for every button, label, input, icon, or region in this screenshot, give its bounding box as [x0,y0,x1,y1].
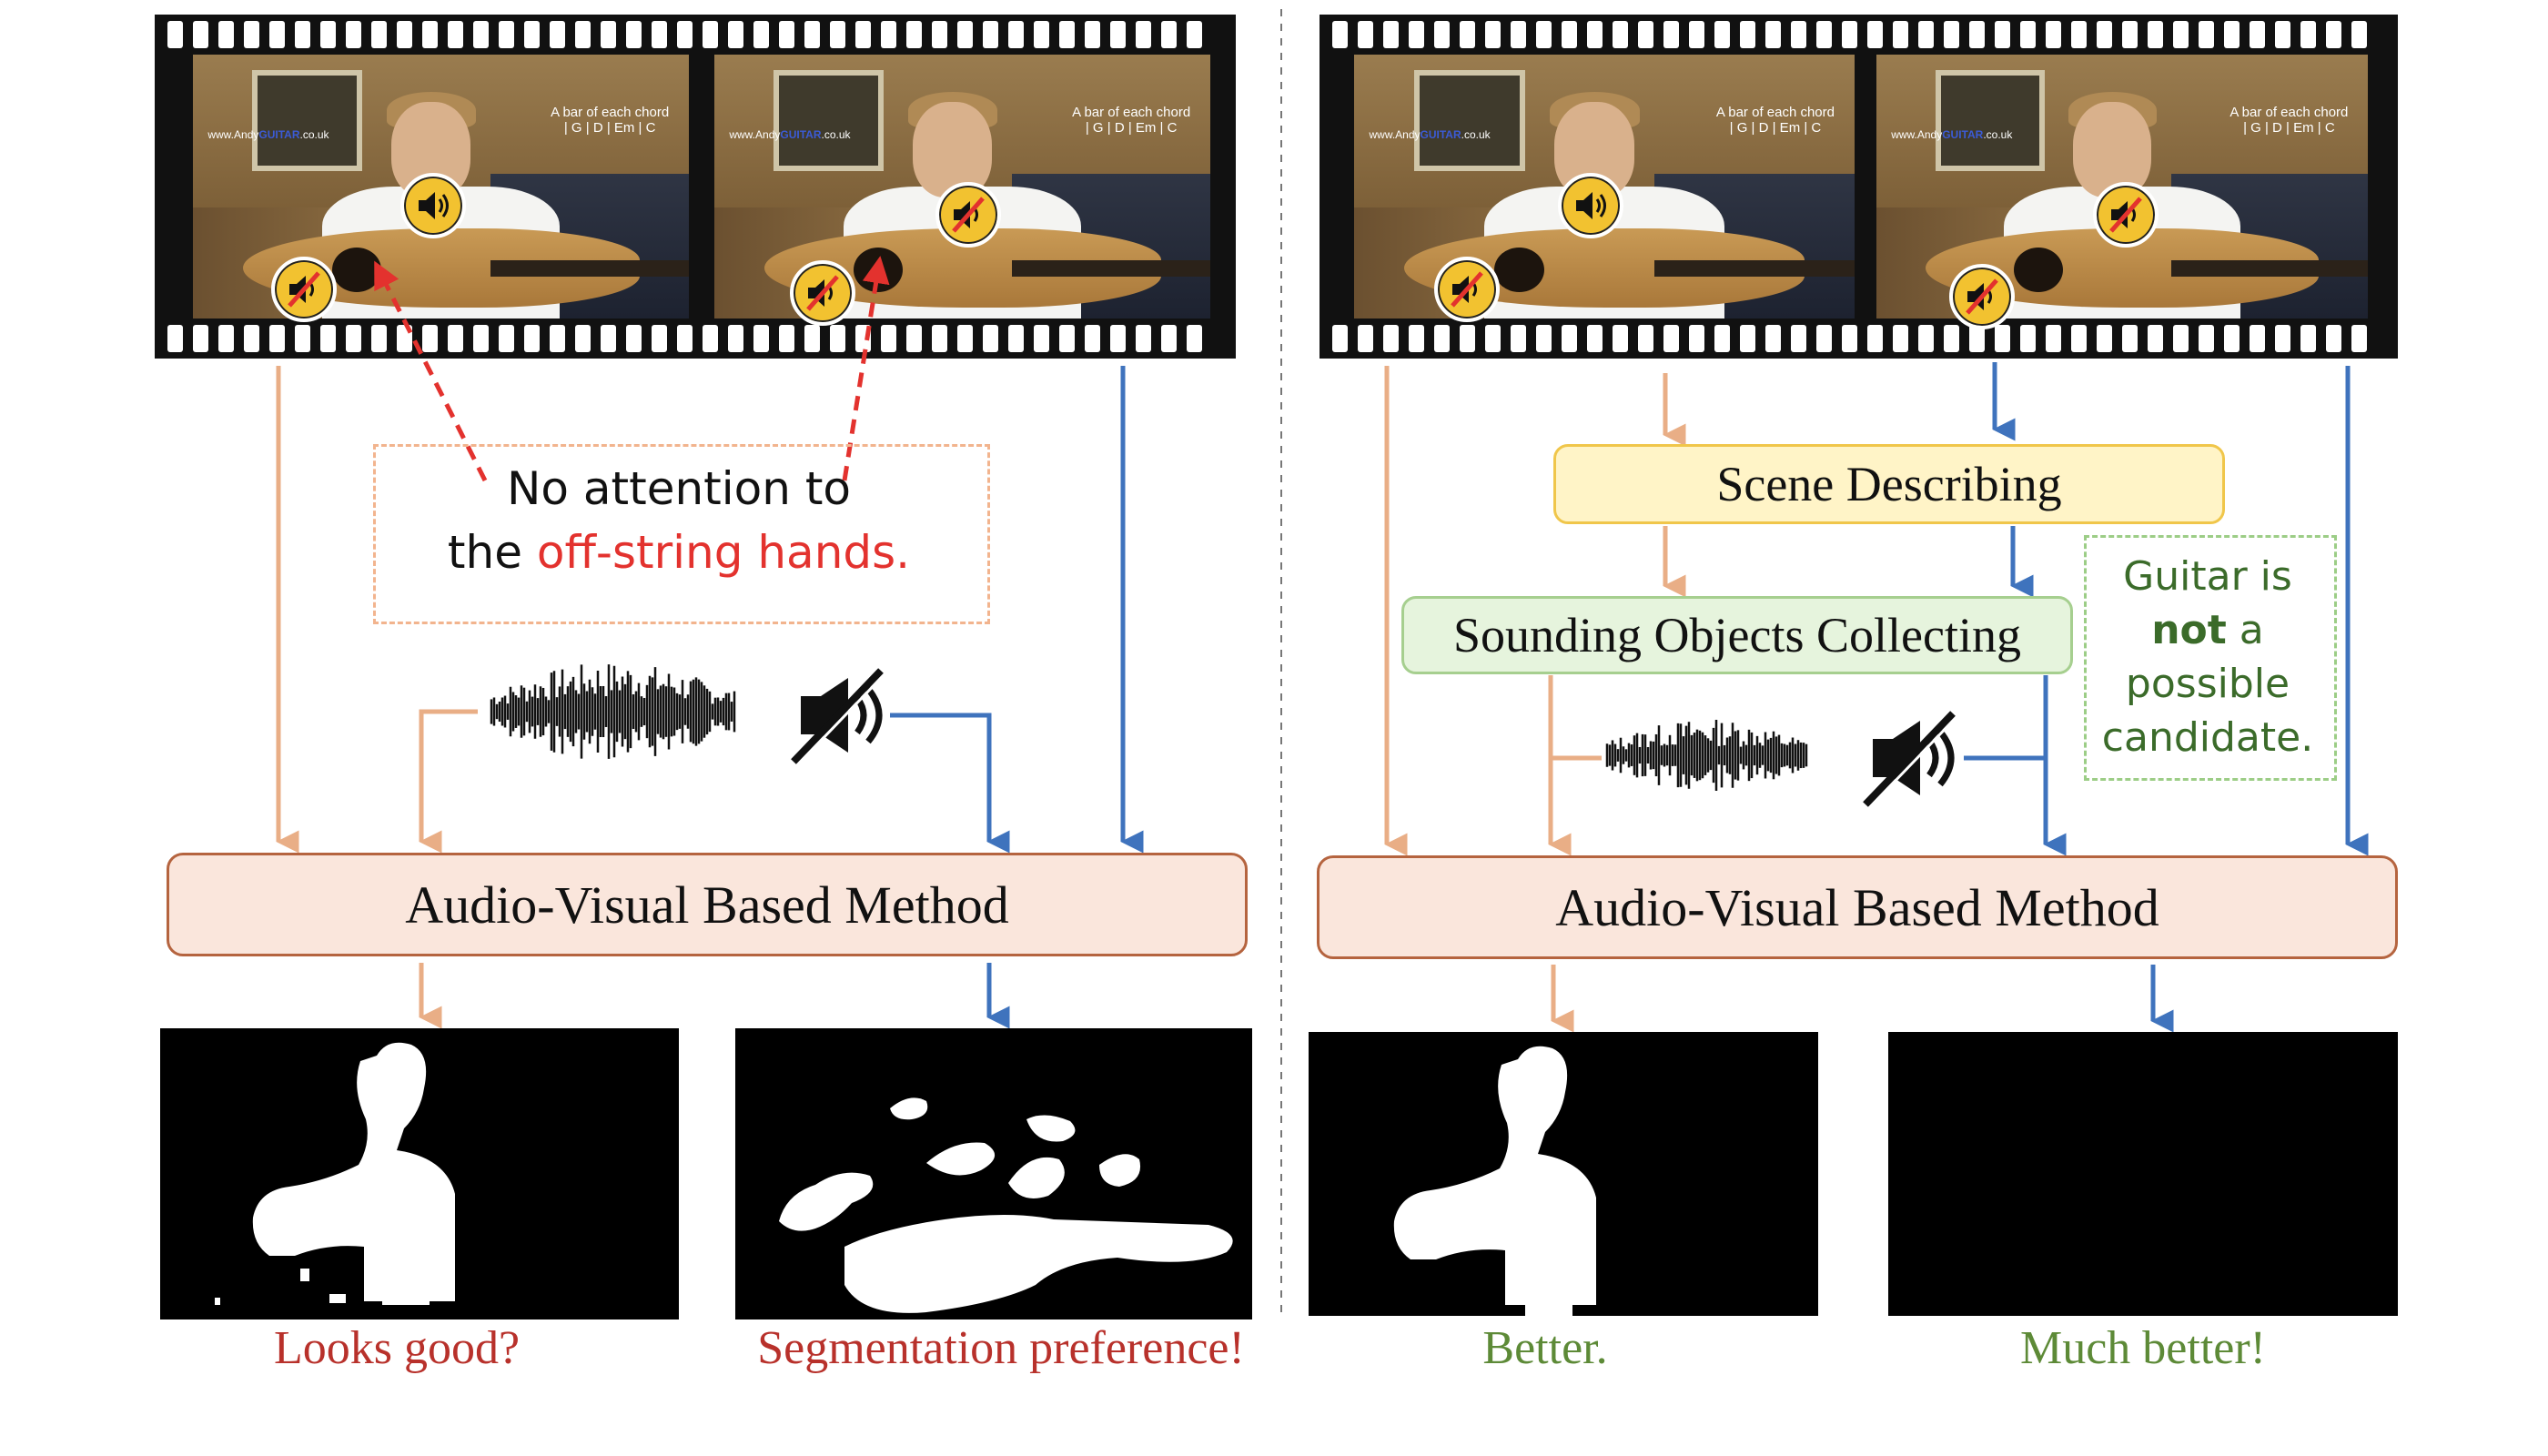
mask-output-right-2 [1888,1032,2398,1316]
mask-output-right-1 [1309,1032,1818,1316]
attention-note-line1: No attention to [506,462,852,515]
attention-arrow-1 [374,260,488,482]
film-perforations-bottom [155,318,1236,359]
caption-looks-good: Looks good? [273,1322,521,1374]
frame-url-text: www.AndyGUITAR.co.uk [1891,128,2013,142]
frame-chord-text: A bar of each chord| G | D | Em | C [1715,105,1835,136]
mask-output-left-2 [735,1028,1252,1320]
speaker-on-icon [1558,173,1623,238]
waveform-icon [1605,720,1808,791]
speaker-on-icon [400,173,466,238]
speaker-muted-icon [790,260,855,326]
frame-url-text: www.AndyGUITAR.co.uk [729,128,851,142]
film-perforations-top [1320,15,2398,55]
arrow-blue-muted-to-method [890,713,1010,854]
frame-url-text: www.AndyGUITAR.co.uk [207,128,329,142]
film-strip-left: www.AndyGUITAR.co.uk A bar of each chord… [155,15,1236,359]
arrow-orange-audio-to-method [419,709,478,854]
speaker-muted-icon [271,257,337,322]
muted-speaker-icon [1863,711,1958,810]
guitar-candidate-note-box [2084,535,2337,781]
audio-visual-method-box-right: Audio-Visual Based Method [1317,855,2398,959]
attention-note-box [373,444,990,624]
guitar-candidate-note: Guitar is not a possible candidate. [2101,553,2314,761]
frame-url-text: www.AndyGUITAR.co.uk [1369,128,1491,142]
audio-visual-method-box-left: Audio-Visual Based Method [167,853,1248,956]
frame-chord-text: A bar of each chord| G | D | Em | C [2230,105,2349,136]
sounding-objects-collecting-box: Sounding Objects Collecting [1401,596,2073,674]
mask-output-left-1 [160,1028,679,1320]
speaker-muted-icon [2093,182,2159,248]
speaker-muted-icon [1949,264,2015,329]
caption-better: Better. [1482,1322,1608,1374]
film-perforations-bottom [1320,318,2398,359]
speaker-muted-icon [935,182,1001,248]
caption-segmentation-preference: Segmentation preference! [757,1322,1245,1374]
caption-much-better: Much better! [2019,1322,2266,1374]
attention-note-line2: the off-string hands. [447,526,911,579]
speaker-muted-icon [1434,257,1500,322]
waveform-icon [490,664,736,759]
scene-describing-box: Scene Describing [1553,444,2225,524]
muted-speaker-icon [791,668,886,767]
film-perforations-top [155,15,1236,55]
frame-chord-text: A bar of each chord| G | D | Em | C [1072,105,1191,136]
video-frame-2: www.AndyGUITAR.co.uk A bar of each chord… [714,55,1210,318]
frame-chord-text: A bar of each chord| G | D | Em | C [551,105,670,136]
